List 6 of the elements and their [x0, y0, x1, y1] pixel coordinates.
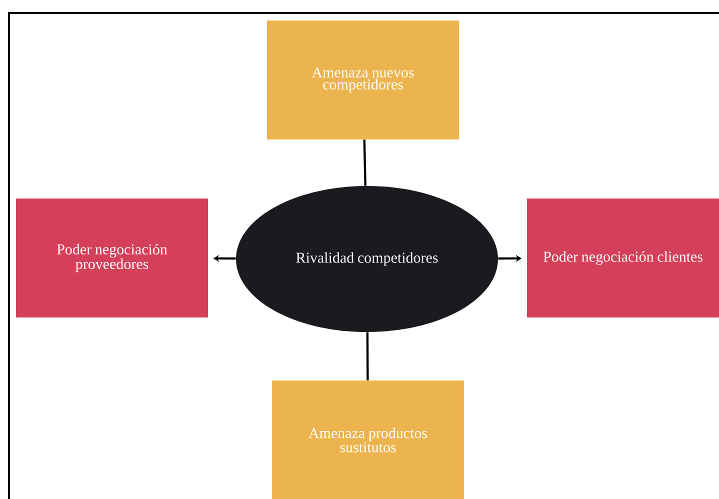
connector-line	[363, 140, 366, 186]
connector-line	[366, 332, 369, 380]
force-box: Poder negociación proveedores	[16, 198, 208, 318]
force-box: Poder negociación clientes	[527, 198, 719, 318]
force-box: Amenaza productos sustitutos	[272, 380, 464, 499]
force-box: Amenaza nuevos competidores	[267, 20, 459, 140]
